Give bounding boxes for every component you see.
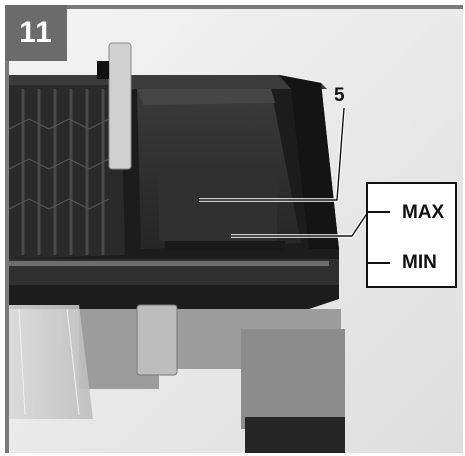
figure-number: 11 <box>5 5 67 61</box>
level-ticks <box>368 211 390 264</box>
cutting-table <box>9 85 125 259</box>
callout-number: 5 <box>334 85 345 106</box>
tray-floor <box>159 169 277 241</box>
tray-back-wall <box>137 89 275 105</box>
guard-knob <box>97 61 109 79</box>
clear-tray-edges <box>18 308 80 416</box>
table-ribs <box>21 89 105 255</box>
rubber-foot <box>245 417 345 453</box>
clear-side-tray <box>9 305 93 419</box>
table-chevrons <box>9 118 110 210</box>
water-level-box <box>366 182 457 288</box>
blade-guard <box>108 42 132 170</box>
max-level-label: MAX <box>402 202 445 223</box>
tray-lip <box>165 241 285 251</box>
base-leg <box>241 329 345 429</box>
latch <box>136 304 178 376</box>
min-level-label: MIN <box>402 252 437 273</box>
rail-strip <box>9 261 329 266</box>
